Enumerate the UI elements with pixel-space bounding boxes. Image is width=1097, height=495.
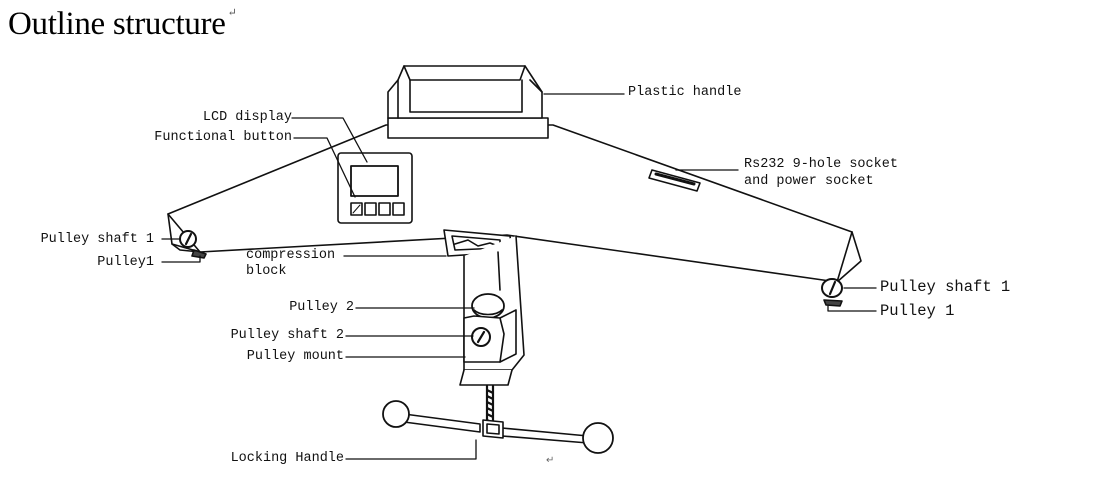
plastic-handle-shape <box>387 65 549 139</box>
locking-screw <box>485 384 495 426</box>
label-lcd-display: LCD display <box>202 110 292 125</box>
pulley-shaft-right-shape <box>821 278 843 307</box>
label-pulley-1-right: Pulley 1 <box>880 302 955 320</box>
button-3 <box>378 202 391 216</box>
label-pulley1-left: Pulley1 <box>97 255 154 270</box>
title-text: Outline structure <box>8 6 226 42</box>
label-pulley-shaft-1-left: Pulley shaft 1 <box>40 232 154 247</box>
label-locking-handle: Locking Handle <box>230 451 344 466</box>
label-plastic-handle: Plastic handle <box>628 85 742 100</box>
rs232-socket-shape <box>648 169 701 192</box>
lcd-panel-shape <box>337 152 413 224</box>
label-rs232-line2: and power socket <box>744 174 874 189</box>
button-4 <box>392 202 405 216</box>
page-title: Outline structure↵ <box>8 6 237 43</box>
label-pulley-mount: Pulley mount <box>246 349 344 364</box>
label-compression-line1: compression <box>246 248 336 263</box>
label-rs232-line1: Rs232 9-hole socket <box>744 157 898 172</box>
label-compression-line2: block <box>246 264 287 279</box>
label-pulley-shaft-2: Pulley shaft 2 <box>230 328 344 343</box>
leader-lines <box>161 93 877 460</box>
pulley-2-shape <box>471 293 505 319</box>
locking-handle-shape <box>382 400 614 454</box>
button-1 <box>350 202 363 216</box>
paragraph-mark: ↵ <box>227 7 237 19</box>
button-2 <box>364 202 377 216</box>
label-pulley-2: Pulley 2 <box>289 300 354 315</box>
paragraph-mark-bottom: ↵ <box>546 455 555 466</box>
label-pulley-shaft-1-right: Pulley shaft 1 <box>880 278 1011 296</box>
pulley-mount-shape <box>463 309 517 363</box>
label-functional-button: Functional button <box>154 130 292 145</box>
